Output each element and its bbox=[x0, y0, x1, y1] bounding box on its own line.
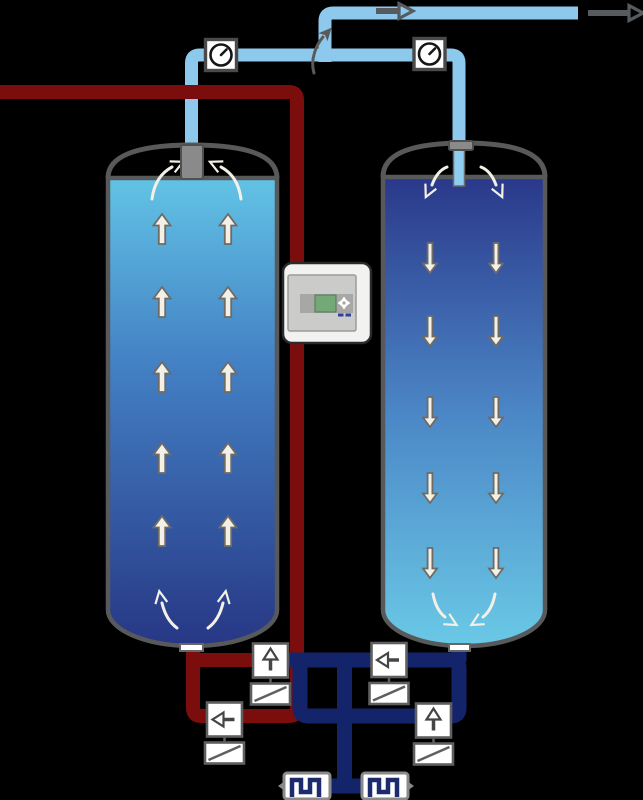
valve-left-exhaust bbox=[249, 642, 292, 706]
controller-button bbox=[345, 313, 351, 317]
tower-right-inlet-dip-tube bbox=[452, 147, 466, 187]
wet-air-inlet-piping bbox=[0, 85, 304, 723]
flow-arrow-head-icon bbox=[397, 0, 417, 22]
silencer-right bbox=[360, 771, 414, 800]
tower-right-bottom-swirl-arrows bbox=[431, 592, 497, 632]
tower-left-top-fitting bbox=[180, 144, 204, 180]
outlet-flow-arrows bbox=[311, 0, 643, 75]
valve-right-exhaust bbox=[412, 702, 455, 766]
valve-arrow-head bbox=[424, 706, 443, 721]
tower-left-top-swirl-arrows bbox=[150, 155, 243, 201]
tower-right-top-swirl-arrows bbox=[419, 165, 509, 201]
tower-top-cross-pipe bbox=[185, 48, 466, 148]
exhaust-piping bbox=[288, 648, 467, 794]
tower-left-bottom-swirl-arrows bbox=[152, 589, 233, 630]
junction-arrow-head-icon bbox=[318, 27, 332, 42]
pressure-gauge-right bbox=[412, 36, 447, 72]
tower-right-vessel bbox=[380, 174, 548, 649]
tower-left-vessel bbox=[105, 175, 280, 649]
junction-curved-arrow bbox=[311, 35, 325, 75]
gauge-needle bbox=[428, 47, 437, 56]
pressure-gauge-left bbox=[203, 37, 239, 73]
gauge-needle bbox=[219, 48, 228, 57]
controller-button bbox=[338, 313, 344, 317]
nav-right-icon bbox=[345, 299, 351, 307]
outlet-header-pipe bbox=[318, 6, 578, 62]
valve-arrow-head bbox=[374, 650, 390, 670]
actuator-diagonal bbox=[372, 685, 406, 702]
tower-right-top-collar bbox=[448, 140, 474, 151]
valve-left-inlet bbox=[203, 701, 246, 765]
flow-arrow-head-icon bbox=[627, 2, 643, 24]
valve-arrow-head bbox=[210, 710, 225, 729]
actuator-diagonal bbox=[253, 685, 288, 703]
nav-left-icon bbox=[337, 299, 343, 307]
actuator-diagonal bbox=[416, 745, 451, 763]
valve-right-inlet bbox=[368, 641, 410, 706]
actuator-diagonal bbox=[207, 744, 242, 762]
silencer-wave-icon bbox=[289, 777, 322, 797]
silencer-wave-icon bbox=[367, 777, 400, 797]
controller-lcd-screen bbox=[314, 294, 337, 313]
inlet-left-tower-pipe bbox=[186, 648, 207, 723]
valve-arrow-head bbox=[261, 646, 280, 661]
tower-right bbox=[380, 140, 548, 652]
controller bbox=[281, 261, 373, 345]
dry-air-outlet-piping bbox=[185, 6, 578, 148]
controller-nav-pad bbox=[337, 296, 351, 310]
tower-left-bottom-flange bbox=[179, 643, 204, 652]
silencer-left bbox=[278, 771, 332, 800]
tower-right-bottom-flange bbox=[448, 643, 471, 652]
exhaust-lower-pipe bbox=[292, 658, 415, 724]
tower-left bbox=[105, 142, 280, 652]
inlet-main-pipe bbox=[0, 85, 304, 723]
